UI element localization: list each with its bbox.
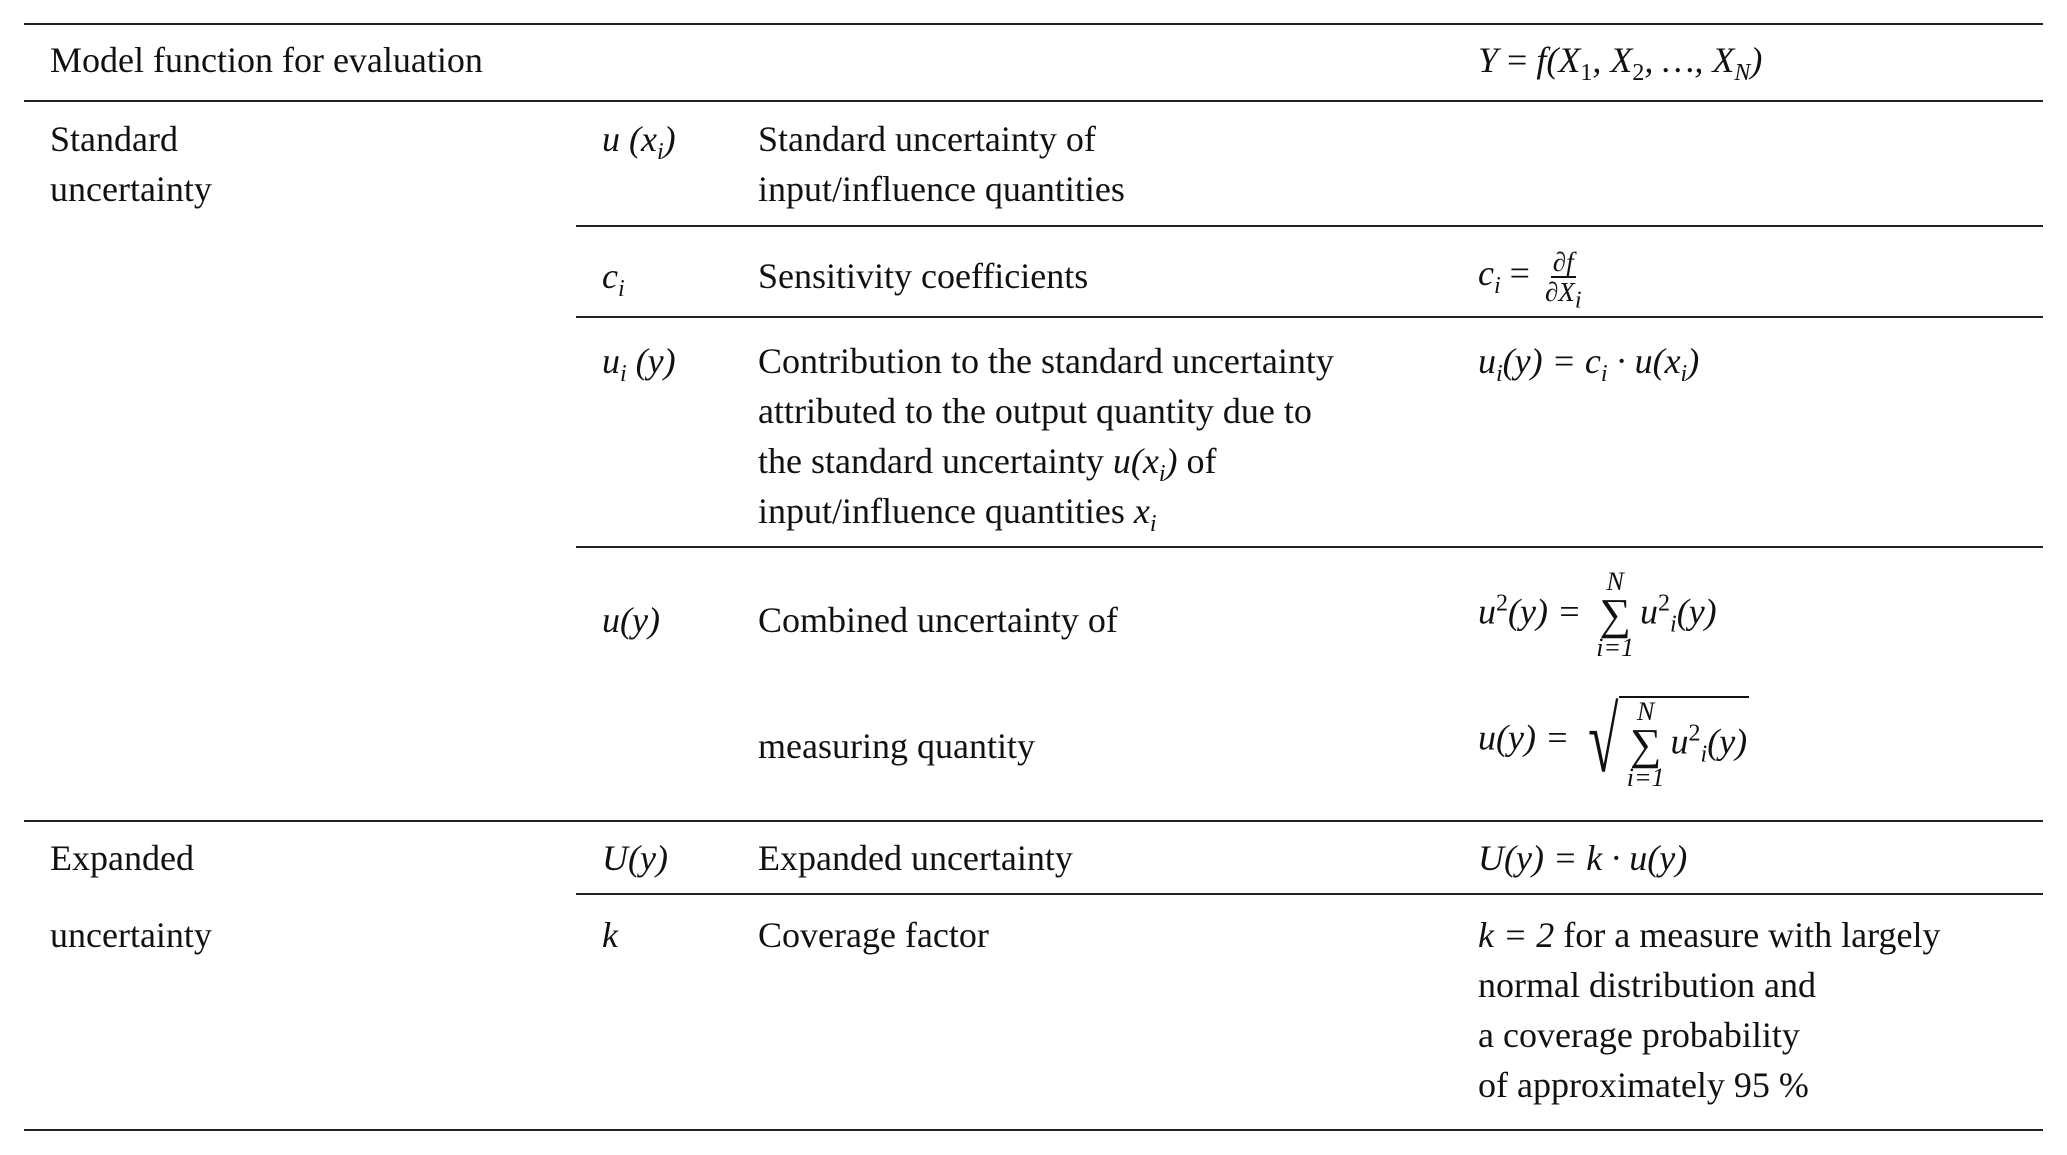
model-function-formula: Y = f(X1, X2, …, XN): [1478, 40, 1763, 87]
row-rule: [576, 546, 2043, 548]
group-label-expanded-line1: Expanded: [50, 838, 194, 878]
symbol-k: k: [602, 915, 618, 955]
formula-expanded: U(y) = k · u(y): [1478, 838, 1688, 878]
row-rule: [576, 225, 2043, 227]
symbol-U-y: U(y): [602, 838, 668, 878]
coverage-factor-note: k = 2 for a measure with largely normal …: [1478, 915, 1941, 1105]
row-rule: [576, 893, 2043, 895]
group-rule: [24, 820, 2043, 822]
group-label-expanded-line2: uncertainty: [50, 915, 212, 955]
description-expanded-uncertainty: Expanded uncertainty: [758, 838, 1073, 878]
symbol-ui-y: ui (y): [602, 341, 676, 388]
formula-sensitivity: ci = ∂f∂Xi: [1478, 246, 1582, 314]
symbol-ci: ci: [602, 256, 625, 303]
formula-contribution: ui(y) = ci · u(xi): [1478, 341, 1700, 388]
description-sensitivity-coefficients: Sensitivity coefficients: [758, 256, 1089, 296]
symbol-u-xi: u (xi): [602, 119, 676, 166]
symbol-u-y: u(y): [602, 600, 660, 640]
description-coverage-factor: Coverage factor: [758, 915, 989, 955]
model-function-label: Model function for evaluation: [50, 40, 483, 80]
description-contribution: Contribution to the standard uncertainty…: [758, 341, 1334, 538]
row-rule: [576, 316, 2043, 318]
table-bottom-rule: [24, 1129, 2043, 1131]
table-top-rule: [24, 23, 2043, 25]
header-rule: [24, 100, 2043, 102]
description-combined-line1: Combined uncertainty of: [758, 600, 1118, 640]
description-combined-line2: measuring quantity: [758, 726, 1035, 766]
